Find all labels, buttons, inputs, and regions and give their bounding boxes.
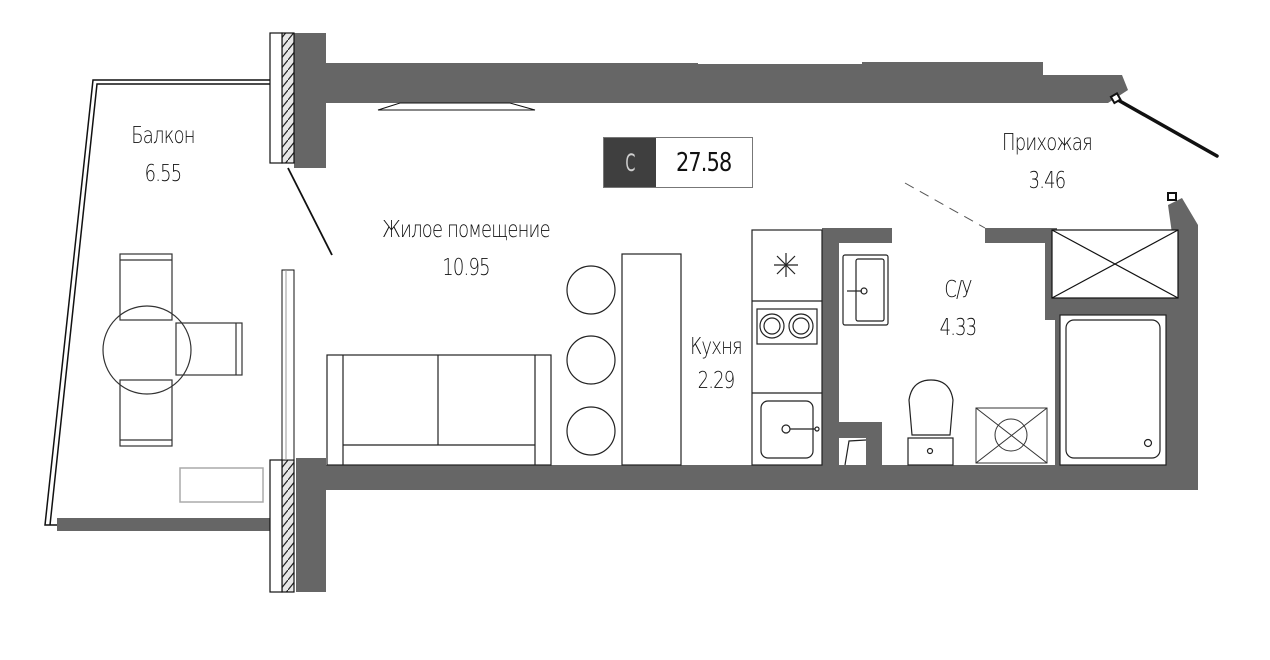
radiator (377, 102, 536, 111)
apartment-summary-badge: С 27.58 (603, 137, 753, 188)
washing-machine-icon (975, 407, 1048, 464)
bathroom-sink-icon (842, 254, 889, 326)
balcony-bench (179, 467, 264, 503)
room-area: 6.55 (144, 161, 183, 187)
room-area: 10.95 (442, 255, 490, 281)
kitchen-sink-icon (760, 400, 820, 459)
room-area: 3.46 (1028, 168, 1067, 194)
bathtub-icon (1059, 314, 1167, 466)
room-name: Жилое помещение (382, 217, 550, 243)
bathroom-door-swing (904, 182, 986, 229)
balcony-table-set (102, 253, 243, 447)
room-label-kitchen: Кухня 2.29 (683, 333, 749, 395)
room-name: Балкон (131, 123, 195, 149)
total-area: 27.58 (656, 138, 752, 187)
room-label-balcony: Балкон 6.55 (122, 122, 203, 188)
apartment-type: С (604, 138, 656, 187)
bar-counter (621, 253, 682, 466)
insulation-hatch (269, 32, 295, 593)
room-name: Прихожая (1002, 130, 1093, 156)
fridge-icon (774, 253, 798, 277)
room-label-living: Жилое помещение 10.95 (359, 216, 574, 282)
kitchen-door (844, 439, 867, 466)
room-area: 2.29 (697, 368, 736, 394)
balcony-outline (44, 79, 270, 526)
balcony-door-swing (287, 167, 333, 256)
room-label-bathroom: С/У 4.33 (934, 276, 981, 342)
room-area: 4.33 (939, 315, 978, 341)
bathroom-hinge (1167, 192, 1177, 201)
walls (57, 33, 1198, 592)
sofa (326, 354, 552, 466)
kitchen-unit (751, 229, 823, 466)
room-name: Кухня (690, 334, 743, 360)
room-label-hallway: Прихожая 3.46 (989, 129, 1104, 195)
entry-door-hinge (1109, 92, 1122, 105)
stove-icon (756, 308, 818, 345)
balcony-window (281, 269, 295, 461)
bar-stools (566, 265, 616, 456)
toilet-icon (907, 379, 954, 466)
ventilation-shaft (1051, 229, 1179, 299)
room-name: С/У (944, 277, 972, 303)
entry-door-swing (1116, 98, 1219, 158)
